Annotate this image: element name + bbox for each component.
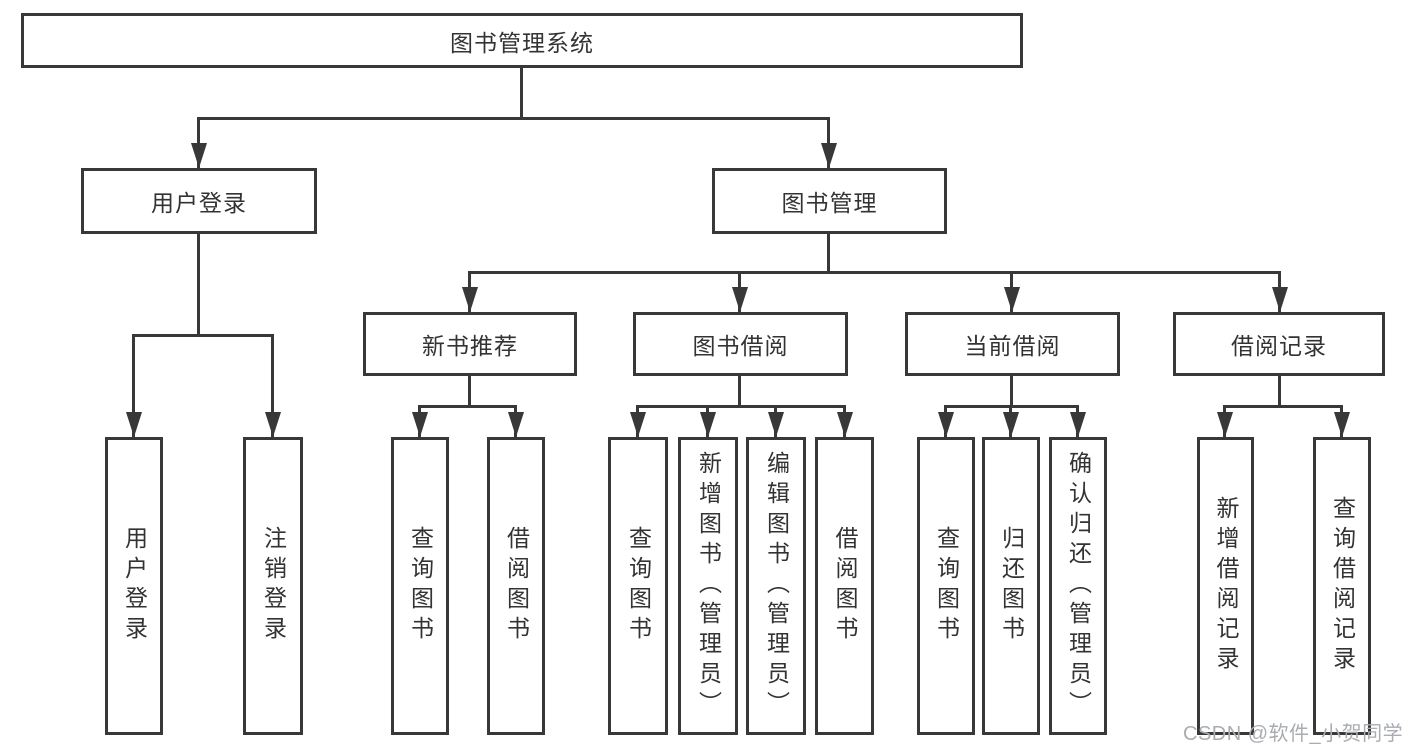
leaf-recommend-query-books-label: 查询图书 <box>407 526 434 646</box>
arrow-down-icon <box>1004 287 1020 312</box>
connector-user-login-rail <box>132 334 274 337</box>
arrow-down-icon <box>126 412 142 437</box>
leaf-confirm-return-admin-label: 确认归还（管理员） <box>1065 451 1092 721</box>
arrow-down-icon <box>837 412 853 437</box>
node-book-management-label: 图书管理 <box>781 190 878 216</box>
arrow-down-icon <box>1070 412 1086 437</box>
leaf-return-books-label: 归还图书 <box>998 526 1025 646</box>
connector-book-mgmt-stem <box>827 234 830 272</box>
node-root-label: 图书管理系统 <box>450 29 594 56</box>
connector-new-book-stem <box>468 376 471 406</box>
leaf-recommend-borrow-books: 借阅图书 <box>487 437 545 735</box>
connector-current-borrow-stem <box>1010 376 1013 406</box>
arrow-down-icon <box>1272 287 1288 312</box>
node-current-borrow: 当前借阅 <box>905 312 1120 376</box>
arrow-down-icon <box>412 412 428 437</box>
arrow-down-icon <box>768 412 784 437</box>
leaf-user-login: 用户登录 <box>105 437 163 735</box>
arrow-down-icon <box>1217 412 1233 437</box>
connector-borrow-records-stem <box>1278 376 1281 406</box>
connector-book-borrow-stem <box>738 376 741 406</box>
node-root: 图书管理系统 <box>21 13 1023 68</box>
leaf-user-login-label: 用户登录 <box>121 526 148 646</box>
arrow-down-icon <box>191 143 207 168</box>
connector-level2-rail <box>197 117 830 120</box>
leaf-add-borrow-record: 新增借阅记录 <box>1197 437 1254 735</box>
connector-book-borrow-rail <box>636 405 846 408</box>
connector-leaf-user-login-drop <box>132 335 135 437</box>
connector-user-login-stem <box>197 234 200 335</box>
leaf-borrow-books: 借阅图书 <box>815 437 874 735</box>
node-user-login-label: 用户登录 <box>151 190 247 216</box>
node-borrow-records: 借阅记录 <box>1173 312 1385 376</box>
node-current-borrow-label: 当前借阅 <box>964 333 1061 359</box>
leaf-edit-books-admin: 编辑图书（管理员） <box>746 437 806 735</box>
leaf-add-books-admin-label: 新增图书（管理员） <box>695 451 722 721</box>
leaf-current-query-books: 查询图书 <box>917 437 975 735</box>
leaf-add-books-admin: 新增图书（管理员） <box>678 437 738 735</box>
leaf-add-borrow-record-label: 新增借阅记录 <box>1213 496 1239 676</box>
node-borrow-records-label: 借阅记录 <box>1231 333 1327 359</box>
connector-root-stem <box>520 68 523 118</box>
leaf-logout-label: 注销登录 <box>260 526 287 646</box>
arrow-down-icon <box>938 412 954 437</box>
arrow-down-icon <box>732 287 748 312</box>
arrow-down-icon <box>508 412 524 437</box>
leaf-borrow-books-label: 借阅图书 <box>832 526 858 646</box>
leaf-recommend-borrow-books-label: 借阅图书 <box>503 526 530 646</box>
leaf-edit-books-admin-label: 编辑图书（管理员） <box>763 451 790 721</box>
leaf-confirm-return-admin: 确认归还（管理员） <box>1049 437 1107 735</box>
leaf-borrow-query-books: 查询图书 <box>608 437 668 735</box>
leaf-borrow-query-books-label: 查询图书 <box>625 526 652 646</box>
arrow-down-icon <box>630 412 646 437</box>
connector-leaf-logout-drop <box>271 335 274 437</box>
csdn-watermark: CSDN @软件_小贺同学 <box>1183 723 1404 745</box>
node-book-borrow: 图书借阅 <box>633 312 848 376</box>
leaf-query-borrow-record-label: 查询借阅记录 <box>1329 496 1356 676</box>
node-new-book-recommend: 新书推荐 <box>363 312 577 376</box>
arrow-down-icon <box>462 287 478 312</box>
connector-new-book-rail <box>418 405 517 408</box>
node-book-management: 图书管理 <box>712 168 947 234</box>
node-new-book-recommend-label: 新书推荐 <box>422 333 518 359</box>
leaf-logout: 注销登录 <box>243 437 303 735</box>
leaf-current-query-books-label: 查询图书 <box>933 526 960 646</box>
connector-level3-rail <box>468 271 1281 274</box>
arrow-down-icon <box>700 412 716 437</box>
node-user-login: 用户登录 <box>81 168 317 234</box>
arrow-down-icon <box>265 412 281 437</box>
arrow-down-icon <box>1003 412 1019 437</box>
connector-borrow-records-rail <box>1223 405 1343 408</box>
node-book-borrow-label: 图书借阅 <box>692 333 789 359</box>
arrow-down-icon <box>821 143 837 168</box>
leaf-return-books: 归还图书 <box>982 437 1040 735</box>
leaf-recommend-query-books: 查询图书 <box>391 437 449 735</box>
leaf-query-borrow-record: 查询借阅记录 <box>1313 437 1371 735</box>
arrow-down-icon <box>1334 412 1350 437</box>
